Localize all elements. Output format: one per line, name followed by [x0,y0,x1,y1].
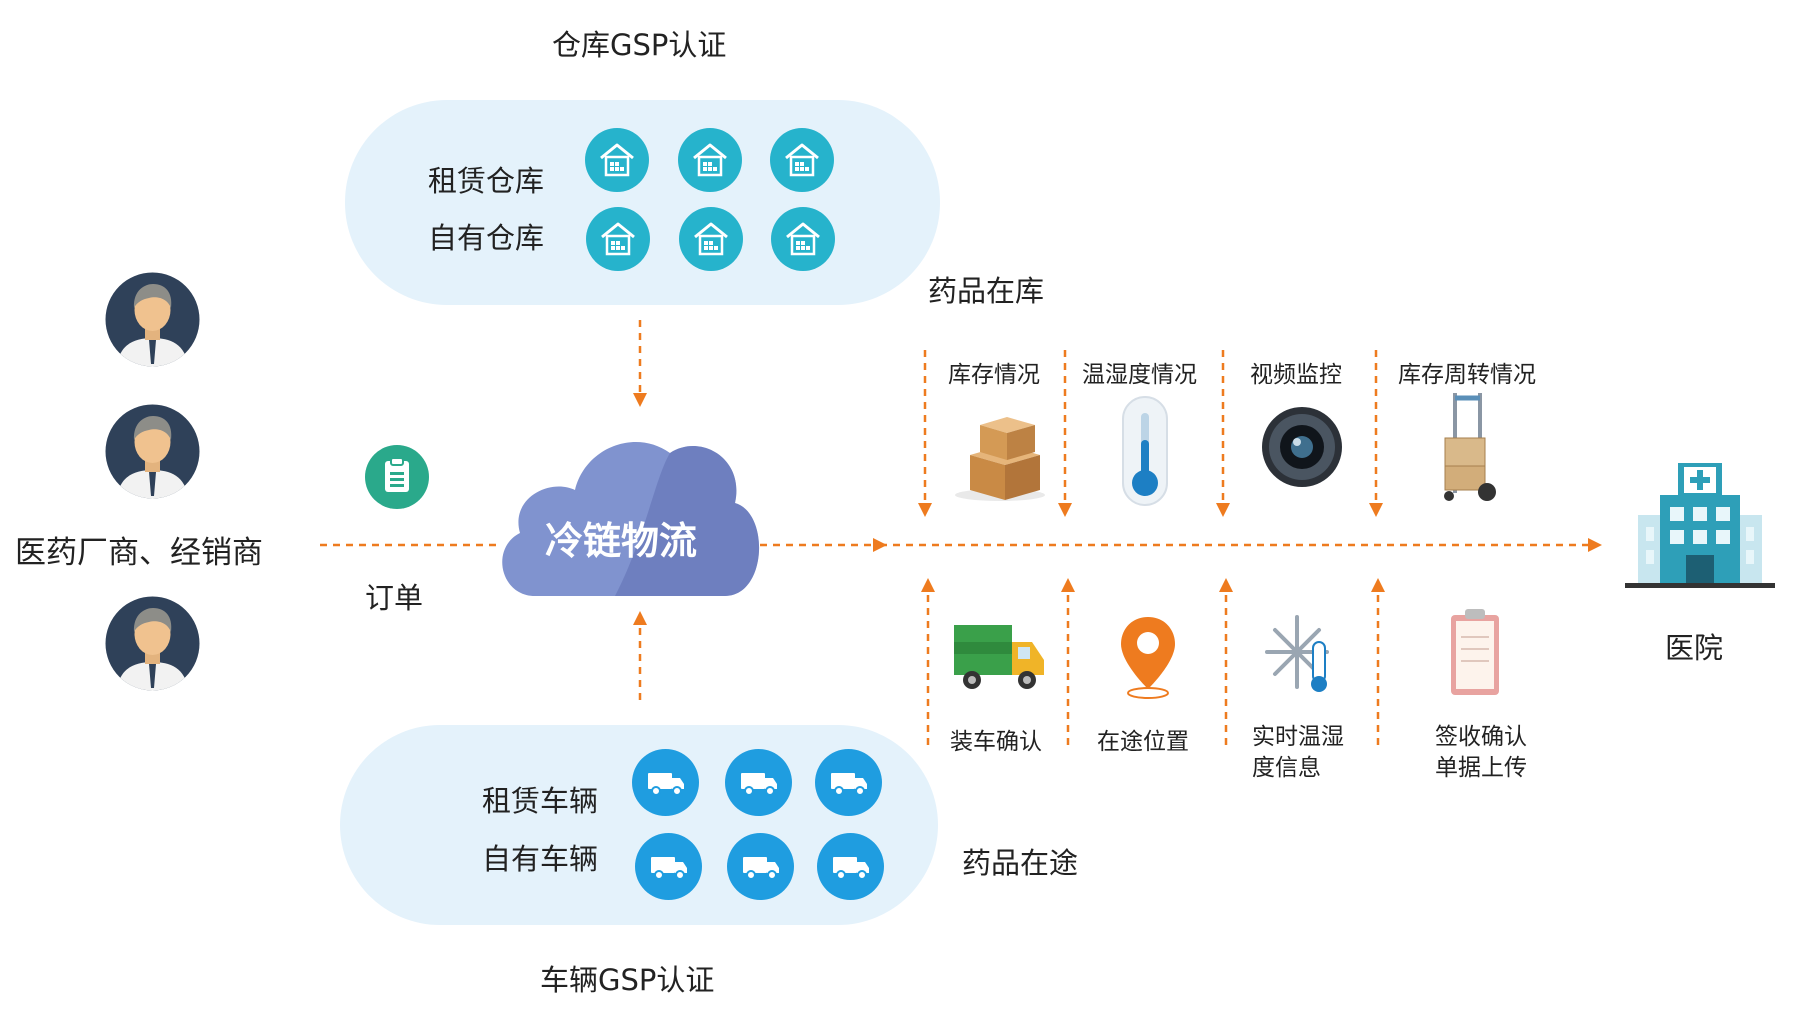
warehouse-icon [679,207,743,271]
thermometer-icon [1115,395,1175,514]
warehouse-icon [770,128,834,192]
camera-icon [1260,405,1345,494]
cold-chain-cloud: 冷链物流 [495,418,765,602]
cold-chain-label: 冷链物流 [545,519,698,563]
warehouse-icon [585,128,649,192]
warehouse-icon [678,128,742,192]
truck-icon [635,833,702,900]
receipt-confirm-label: 签收确认 单据上传 [1435,722,1527,784]
truck-icon [815,749,882,816]
realtime-temp-line-2: 度信息 [1252,755,1321,781]
vehicle-row-rented: 租赁车辆 [482,784,599,818]
hand-truck-icon [1435,388,1515,512]
snowflake-thermometer-icon [1265,612,1340,701]
location-pin-icon [1118,615,1178,704]
truck-loading-confirm-label: 装车确认 [950,729,1042,755]
receipt-confirm-line-2: 单据上传 [1435,755,1527,781]
vehicle-row-owned: 自有车辆 [482,842,599,876]
inventory-turnover-label: 库存周转情况 [1398,362,1536,388]
realtime-temp-humidity-label: 实时温湿 度信息 [1252,722,1344,784]
warehouse-icon [586,207,650,271]
receipt-confirm-line-1: 签收确认 [1435,724,1527,750]
person-avatar-1 [105,272,200,371]
order-icon [365,445,429,509]
hospital-label: 医院 [1665,631,1724,665]
temp-humidity-label: 温湿度情况 [1082,362,1197,388]
truck-icon [817,833,884,900]
drugs-in-transit-label: 药品在途 [962,846,1079,880]
warehouse-row-owned: 自有仓库 [428,221,545,255]
vehicle-gsp-title: 车辆GSP认证 [540,963,715,997]
person-avatar-3 [105,596,200,695]
inventory-status-label: 库存情况 [948,362,1040,388]
person-avatar-2 [105,404,200,503]
warehouse-row-rented: 租赁仓库 [428,164,545,198]
truck-icon [727,833,794,900]
order-label: 订单 [365,581,424,615]
warehouse-icon [771,207,835,271]
manufacturer-distributor-label: 医药厂商、经销商 [15,535,263,571]
signed-receipt-icon [1445,607,1505,706]
video-monitor-label: 视频监控 [1250,362,1342,388]
hospital-icon [1620,455,1780,599]
in-transit-location-label: 在途位置 [1097,729,1189,755]
truck-icon [632,749,699,816]
truck-icon [725,749,792,816]
drugs-in-warehouse-label: 药品在库 [928,274,1045,308]
truck-loading-icon [952,620,1047,699]
warehouse-pill [345,100,940,305]
boxes-icon [945,400,1050,509]
warehouse-gsp-title: 仓库GSP认证 [552,28,727,62]
realtime-temp-line-1: 实时温湿 [1252,724,1344,750]
